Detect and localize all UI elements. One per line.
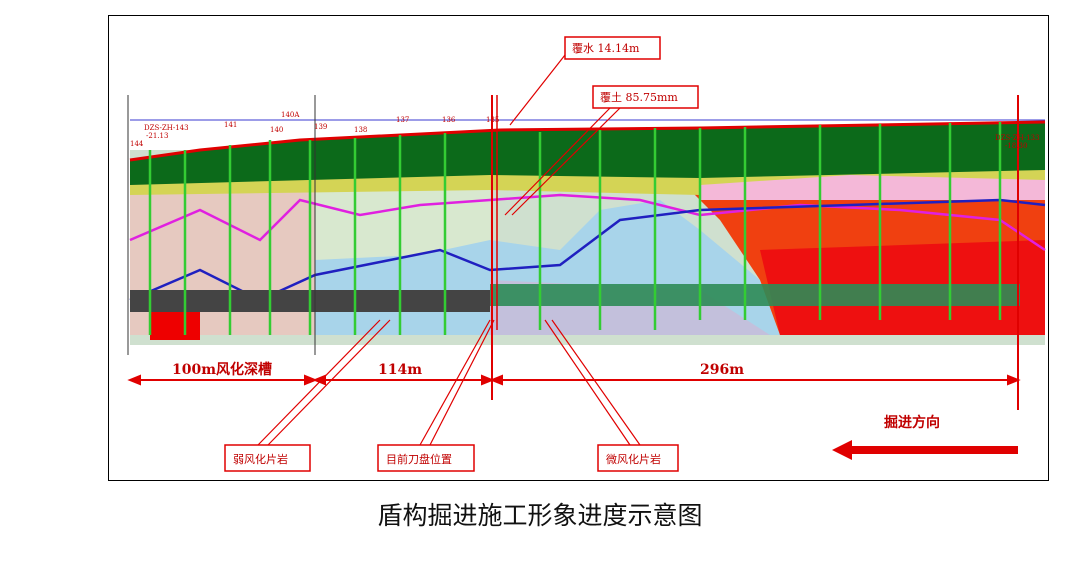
station-label: 144 xyxy=(130,140,144,148)
station-label: 140 xyxy=(270,126,283,134)
diagram-frame xyxy=(108,15,1049,481)
trough-dimension: 100m风化深槽 xyxy=(172,361,272,378)
clay-layer xyxy=(700,175,1045,200)
weak-weathered-callout: 弱风化片岩 xyxy=(233,452,288,466)
water-cover-callout: 覆水 14.14m xyxy=(572,42,640,55)
station-label: 139 xyxy=(314,123,327,131)
cutter-position-callout: 目前刀盘位置 xyxy=(386,452,452,466)
planned-tunnel xyxy=(490,284,1020,306)
trough-red-zone xyxy=(150,312,200,340)
station-label: 140A xyxy=(281,111,300,119)
mid-dimension: 114m xyxy=(378,362,422,378)
station-label: 135 xyxy=(486,116,499,124)
direction-label: 掘进方向 xyxy=(884,414,940,431)
station-label: 136 xyxy=(442,116,456,124)
soil-cover-callout: 覆土 85.75mm xyxy=(600,91,678,104)
station-label: 141 xyxy=(224,121,237,129)
remaining-dimension: 296m xyxy=(700,362,744,378)
direction-arrow-icon xyxy=(832,440,1018,460)
figure-caption: 盾构掘进施工形象进度示意图 xyxy=(377,501,703,530)
borehole-depth-right: -18.30 xyxy=(1005,142,1027,150)
borehole-id-right: DZS-ZH-133 xyxy=(995,134,1040,142)
dimension-arrows xyxy=(127,374,1021,386)
borehole-depth-left: -21.13 xyxy=(146,132,168,140)
station-label: 137 xyxy=(396,116,409,124)
weathering-boundary xyxy=(129,193,1046,252)
borehole-lines xyxy=(148,122,1002,335)
slight-weathered-callout: 微风化片岩 xyxy=(606,452,661,466)
station-label: 138 xyxy=(354,126,367,134)
borehole-id-left: DZS-ZH-143 xyxy=(144,124,189,132)
